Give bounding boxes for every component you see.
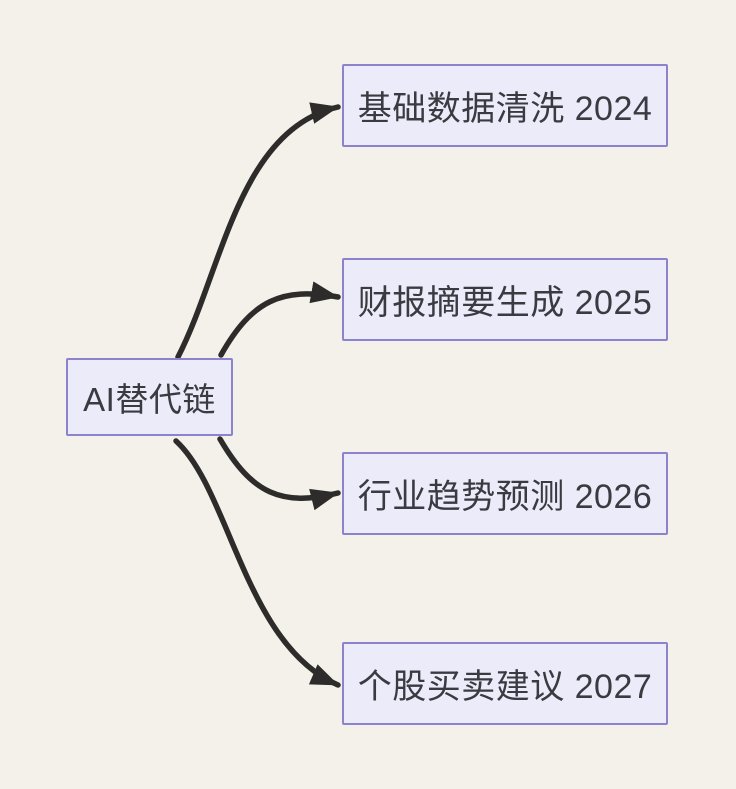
node-child-4-label: 个股买卖建议 2027 [357, 668, 653, 706]
node-child-2[interactable]: 财报摘要生成 2025 [342, 258, 668, 341]
node-child-2-label: 财报摘要生成 2025 [357, 284, 653, 322]
node-child-4[interactable]: 个股买卖建议 2027 [342, 642, 668, 725]
node-child-1[interactable]: 基础数据清洗 2024 [342, 64, 668, 147]
node-root[interactable]: AI替代链 [66, 358, 233, 436]
node-child-3-label: 行业趋势预测 2026 [357, 478, 653, 516]
node-root-label: AI替代链 [83, 381, 216, 418]
arrow-to-child-1 [175, 102, 341, 360]
arrow-to-child-3 [217, 436, 341, 511]
node-child-3[interactable]: 行业趋势预测 2026 [342, 452, 668, 535]
arrow-to-child-4 [173, 438, 341, 688]
node-child-1-label: 基础数据清洗 2024 [357, 90, 653, 128]
arrow-to-child-2 [218, 281, 341, 358]
